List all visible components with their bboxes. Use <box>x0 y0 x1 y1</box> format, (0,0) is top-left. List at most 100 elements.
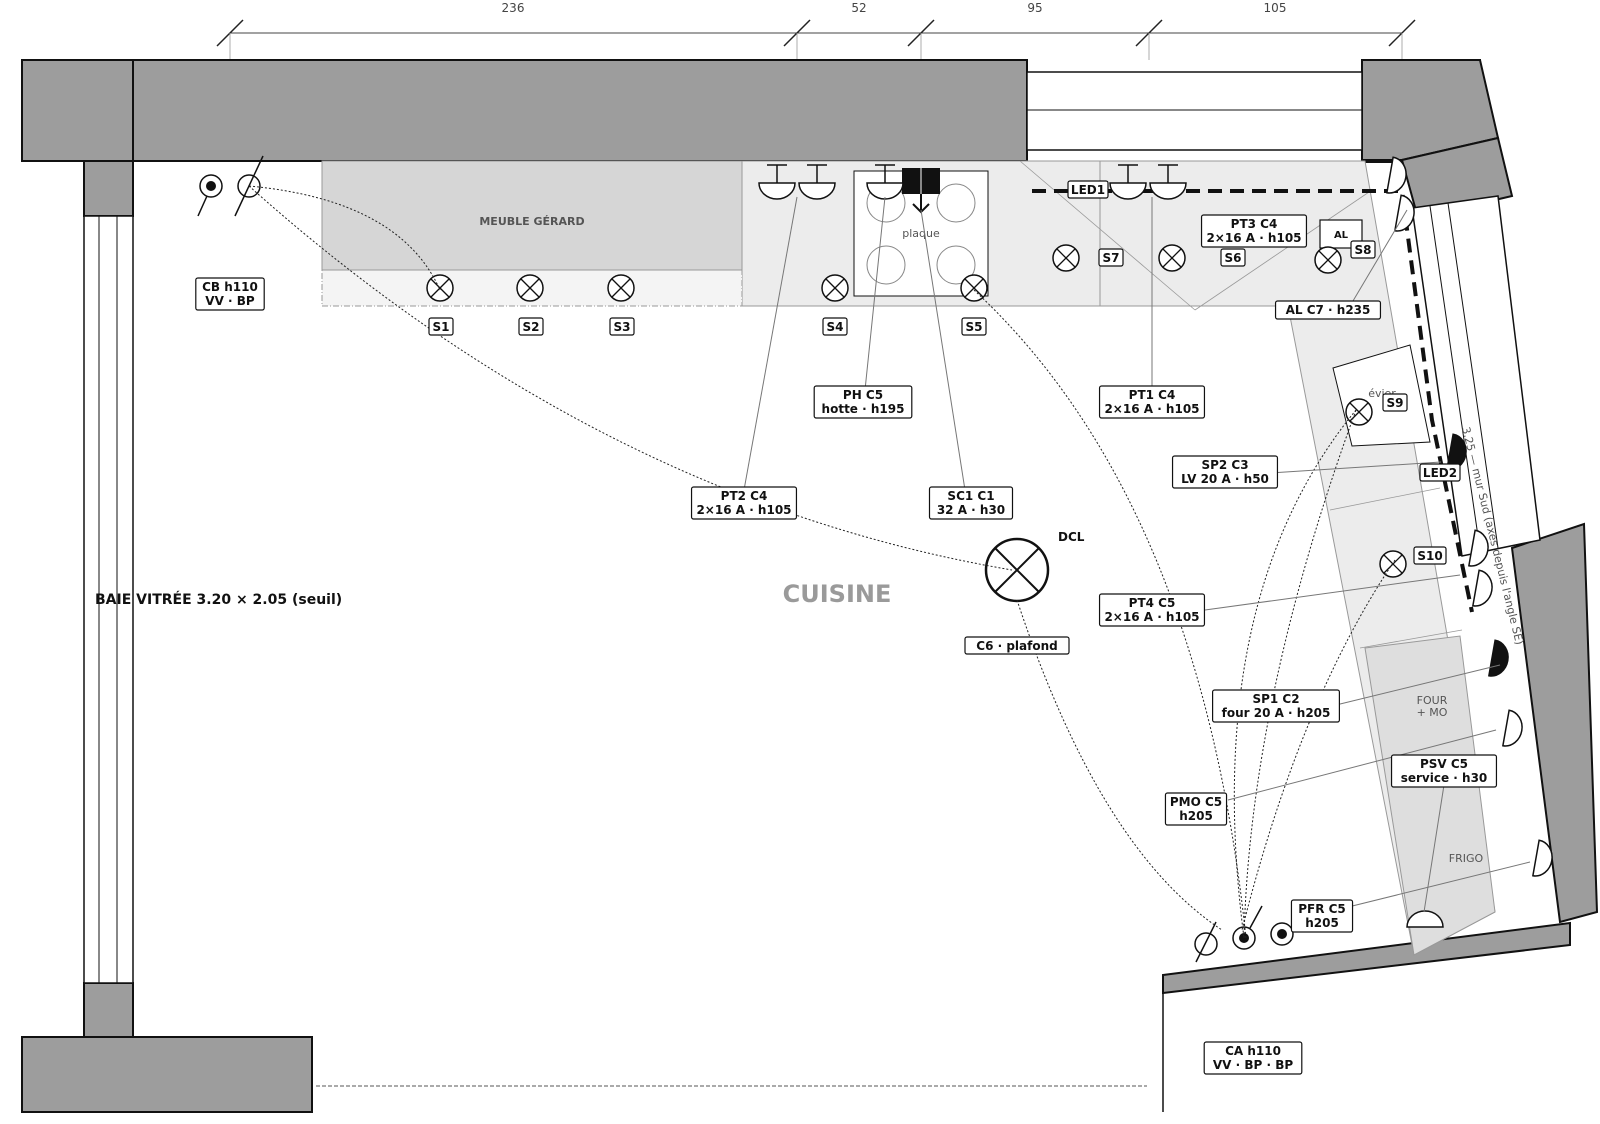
svg-text:S10: S10 <box>1417 549 1442 563</box>
svg-text:PT2 C4: PT2 C4 <box>721 489 768 503</box>
spot-light-s8 <box>1314 246 1342 274</box>
svg-text:PT1 C4: PT1 C4 <box>1129 388 1176 402</box>
spot-tag-s10: S10 <box>1413 546 1447 565</box>
circuit-label-pt4: PT4 C52×16 A · h105 <box>1098 593 1206 627</box>
svg-text:SC1 C1: SC1 C1 <box>947 489 994 503</box>
spots-layer <box>426 244 1407 578</box>
room-name: CUISINE <box>783 580 892 608</box>
svg-text:service · h30: service · h30 <box>1401 771 1488 785</box>
svg-text:PH C5: PH C5 <box>843 388 883 402</box>
meuble-label: MEUBLE GÉRARD <box>479 215 584 228</box>
svg-text:CB h110: CB h110 <box>202 280 258 294</box>
frigo-label: FRIGO <box>1449 852 1484 865</box>
spot-light-s2 <box>516 274 544 302</box>
led-strip <box>1032 189 1474 613</box>
dimension-line: 236 52 95 105 <box>216 1 1416 60</box>
svg-text:S4: S4 <box>827 320 844 334</box>
svg-text:S7: S7 <box>1103 251 1120 265</box>
dimension-105: 105 <box>1264 1 1287 15</box>
svg-text:S1: S1 <box>433 320 450 334</box>
dimension-52: 52 <box>851 1 866 15</box>
svg-text:PFR C5: PFR C5 <box>1298 902 1346 916</box>
svg-text:SP2 C3: SP2 C3 <box>1201 458 1248 472</box>
window-east <box>1411 195 1541 557</box>
led-tag-led1: LED1 <box>1067 180 1109 199</box>
svg-text:S5: S5 <box>966 320 983 334</box>
svg-text:AL: AL <box>1334 230 1349 241</box>
svg-text:VV · BP · BP: VV · BP · BP <box>1213 1058 1293 1072</box>
svg-text:C6 · plafond: C6 · plafond <box>976 639 1057 653</box>
circuit-label-pt3: PT3 C42×16 A · h105 <box>1200 214 1308 248</box>
spot-tag-s7: S7 <box>1098 248 1124 267</box>
svg-text:hotte · h195: hotte · h195 <box>822 402 905 416</box>
svg-text:32 A · h30: 32 A · h30 <box>937 503 1005 517</box>
svg-text:S6: S6 <box>1225 251 1242 265</box>
svg-text:h205: h205 <box>1305 916 1339 930</box>
spot-light-s7 <box>1052 244 1080 272</box>
plaque-label: plaque <box>902 227 940 240</box>
walls <box>21 59 1599 1113</box>
svg-text:PMO C5: PMO C5 <box>1170 795 1222 809</box>
spot-light-s1 <box>426 274 454 302</box>
four-label-2: + MO <box>1417 706 1448 719</box>
svg-text:2×16 A · h105: 2×16 A · h105 <box>1104 610 1199 624</box>
circuit-label-pt2: PT2 C42×16 A · h105 <box>690 486 798 520</box>
spot-light-s6 <box>1158 244 1186 272</box>
svg-text:AL C7 · h235: AL C7 · h235 <box>1286 303 1371 317</box>
spot-tag-s8: S8 <box>1350 240 1376 259</box>
wall-controls <box>197 155 1294 963</box>
spot-tag-s9: S9 <box>1382 393 1408 412</box>
svg-text:2×16 A · h105: 2×16 A · h105 <box>696 503 791 517</box>
spot-light-s10 <box>1379 550 1407 578</box>
circuit-label-al: AL C7 · h235 <box>1274 300 1382 320</box>
baie-vitree <box>83 215 134 984</box>
svg-text:four 20 A · h205: four 20 A · h205 <box>1222 706 1331 720</box>
svg-text:S2: S2 <box>523 320 540 334</box>
svg-text:LED1: LED1 <box>1071 183 1105 197</box>
window-north <box>1026 71 1363 151</box>
countertops: MEUBLE GÉRARD <box>321 160 1496 956</box>
ceiling-light-dcl: DCL <box>984 530 1085 603</box>
dimension-236: 236 <box>502 1 525 15</box>
spot-light-s4 <box>821 274 849 302</box>
led-tag-led2: LED2 <box>1419 463 1461 482</box>
svg-text:h205: h205 <box>1179 809 1213 823</box>
dcl-circuit-tag: C6 · plafond <box>964 636 1070 655</box>
svg-text:2×16 A · h105: 2×16 A · h105 <box>1104 402 1199 416</box>
svg-text:S3: S3 <box>614 320 631 334</box>
svg-text:CA h110: CA h110 <box>1225 1044 1281 1058</box>
svg-text:LV 20 A · h50: LV 20 A · h50 <box>1181 472 1269 486</box>
spot-light-s3 <box>607 274 635 302</box>
svg-text:PT3 C4: PT3 C4 <box>1231 217 1278 231</box>
svg-text:VV · BP: VV · BP <box>205 294 255 308</box>
four-label-1: FOUR <box>1417 694 1448 707</box>
svg-text:S9: S9 <box>1387 396 1404 410</box>
spot-tag-s6: S6 <box>1220 248 1246 267</box>
dimension-95: 95 <box>1027 1 1042 15</box>
spot-tag-s2: S2 <box>518 317 544 336</box>
svg-text:LED2: LED2 <box>1423 466 1457 480</box>
spot-tag-s5: S5 <box>961 317 987 336</box>
svg-text:PT4 C5: PT4 C5 <box>1129 596 1176 610</box>
leader-lines <box>743 196 1531 913</box>
spot-tag-s1: S1 <box>428 317 454 336</box>
svg-text:S8: S8 <box>1355 243 1372 257</box>
spot-light-s5 <box>960 274 988 302</box>
svg-text:SP1 C2: SP1 C2 <box>1252 692 1299 706</box>
circuit-label-pt1: PT1 C42×16 A · h105 <box>1098 385 1206 419</box>
baie-label: BAIE VITRÉE 3.20 × 2.05 (seuil) <box>95 591 342 608</box>
spot-light-s9 <box>1345 398 1373 426</box>
dcl-label: DCL <box>1058 530 1085 544</box>
